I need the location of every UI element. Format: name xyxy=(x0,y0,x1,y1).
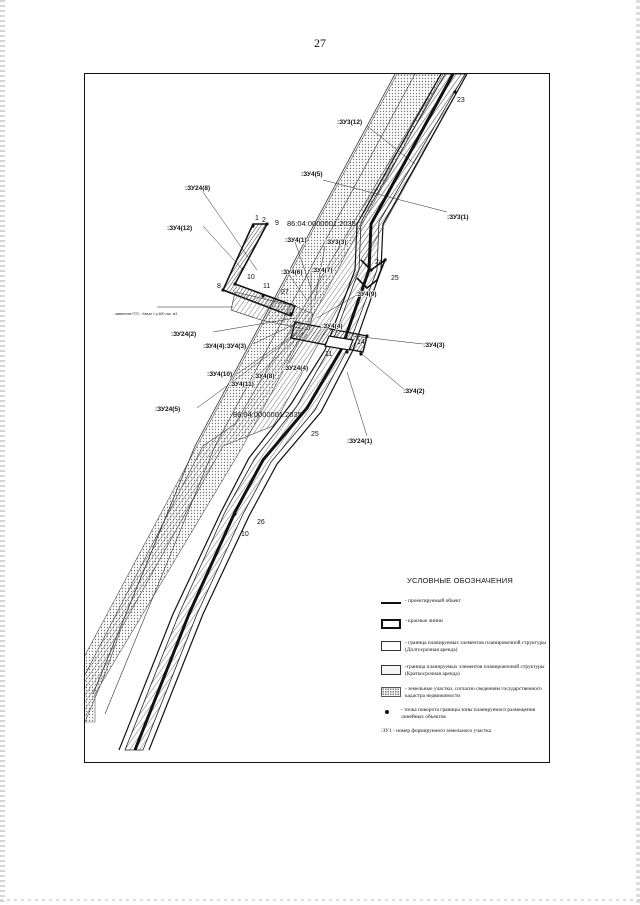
point-number: 2 xyxy=(262,217,266,224)
legend-item-turning-point: - точка поворота границы зоны планируемо… xyxy=(381,707,545,721)
parcel-label: :ЗУ3(3) xyxy=(325,239,347,246)
crossing-small-box xyxy=(324,335,354,351)
cadastral-number-bottom: 86:04:0000001:2035 xyxy=(233,410,302,419)
legend-item-text: - красные линии xyxy=(405,618,443,624)
point-number: 25 xyxy=(311,431,319,438)
parcel-label: :ЗУ3(12) xyxy=(337,119,362,126)
parcel-label: :ЗУ4(11) xyxy=(229,381,254,388)
point-number: 23 xyxy=(457,97,465,104)
legend-short-lease-symbol xyxy=(381,665,401,675)
legend-red-line-symbol xyxy=(381,619,401,629)
point-number: 10 xyxy=(247,274,255,281)
legend-item-text: - проектируемый объект xyxy=(405,598,461,604)
legend-dotted-symbol xyxy=(381,687,401,697)
parcel-label: :ЗУ4(1) xyxy=(285,237,307,244)
legend-item-long-lease: - граница планируемых элементов планиров… xyxy=(381,640,549,654)
parcel-label: :ЗУ4(6) xyxy=(281,269,303,276)
legend-long-lease-symbol xyxy=(381,641,401,651)
parcel-label: :ЗУ4(12) xyxy=(167,225,192,232)
point-number: 8 xyxy=(217,283,221,290)
parcel-label: :ЗУ4(9) xyxy=(355,291,377,298)
legend-item-red-lines: - красные линии xyxy=(381,618,549,629)
junction-cluster xyxy=(230,291,314,331)
parcel-label: :ЗУ4(3) xyxy=(423,342,445,349)
parcel-label: :ЗУ4(5) xyxy=(301,171,323,178)
point-number: 11 xyxy=(263,283,270,290)
legend-item-projected-object: - проектируемый объект xyxy=(381,598,549,605)
legend-item-text: :ЗУ1 - номер формируемого земельного уча… xyxy=(381,728,492,734)
parcel-label: :ЗУ24(8) xyxy=(185,185,210,192)
parcel-label: :ЗУ4(8) xyxy=(253,373,275,380)
leader-lines xyxy=(157,125,448,437)
legend-item-parcel-number: :ЗУ1 - номер формируемого земельного уча… xyxy=(381,728,525,735)
point-number: 1 xyxy=(255,215,259,222)
point-number: 24 xyxy=(375,259,383,266)
point-number: 14 xyxy=(357,339,365,346)
legend-title: УСЛОВНЫЕ ОБОЗНАЧЕНИЯ xyxy=(407,576,513,585)
point-number: 10 xyxy=(241,531,249,538)
parcel-label: :ЗУ4(4) xyxy=(321,323,343,330)
cadastral-number-top: 86:04:0000001:2035 xyxy=(287,219,356,228)
page-number: 27 xyxy=(314,36,326,50)
legend-item-text: - точка поворота границы зоны планируемо… xyxy=(401,707,536,720)
parcel-label: :ЗУ4(7) xyxy=(311,267,333,274)
notch-boundary xyxy=(356,257,387,290)
point-number: 11 xyxy=(325,351,332,358)
legend-item-short-lease: -граница планируемых элементов планирово… xyxy=(381,664,549,678)
parcel-label: :ЗУ4(10) xyxy=(207,371,232,378)
legend-item-text: - граница планируемых элементов планиров… xyxy=(405,640,546,653)
parcel-label: :ЗУ24(2) xyxy=(171,331,196,338)
scan-edge-left xyxy=(0,0,5,905)
parcel-label: :ЗУ4(2) xyxy=(403,388,425,395)
map-legend: УСЛОВНЫЕ ОБОЗНАЧЕНИЯ - проектируемый объ… xyxy=(381,576,549,734)
legend-item-text: -граница планируемых элементов планирово… xyxy=(405,664,545,677)
small-map-note: - заявление ПТС - Канал 1 р.600 тыс. м3 xyxy=(113,312,177,316)
map-frame: 86:04:0000001:2035 86:04:0000001:2035 :З… xyxy=(84,73,550,763)
red-line-left xyxy=(118,74,442,751)
legend-line-symbol xyxy=(381,602,401,604)
point-number: 27 xyxy=(281,289,289,296)
boundary-line-left xyxy=(92,74,396,695)
parcel-label: :ЗУ4(4):ЗУ4(3) xyxy=(203,343,246,350)
scan-edge-bottom xyxy=(0,899,640,901)
point-number: 9 xyxy=(275,220,279,227)
parcel-label: :ЗУ24(5) xyxy=(155,406,180,413)
red-line-right xyxy=(148,74,468,751)
scan-edge-right xyxy=(636,0,640,905)
legend-dot-symbol xyxy=(385,710,389,714)
turning-points xyxy=(221,90,457,516)
point-number: 25 xyxy=(391,275,399,282)
point-number: 26 xyxy=(257,519,265,526)
parcel-label: :ЗУ3(1) xyxy=(447,214,469,221)
boundary-line-mid xyxy=(104,74,416,715)
legend-item-registered-parcels: - земельные участки, согласно сведениям … xyxy=(381,686,549,700)
cadastral-map: 86:04:0000001:2035 86:04:0000001:2035 :З… xyxy=(85,74,469,751)
parcel-label: :ЗУ24(1) xyxy=(347,438,372,445)
legend-item-text: - земельные участки, согласно сведениям … xyxy=(405,686,542,699)
parcel-label: :ЗУ24(4) xyxy=(283,365,308,372)
